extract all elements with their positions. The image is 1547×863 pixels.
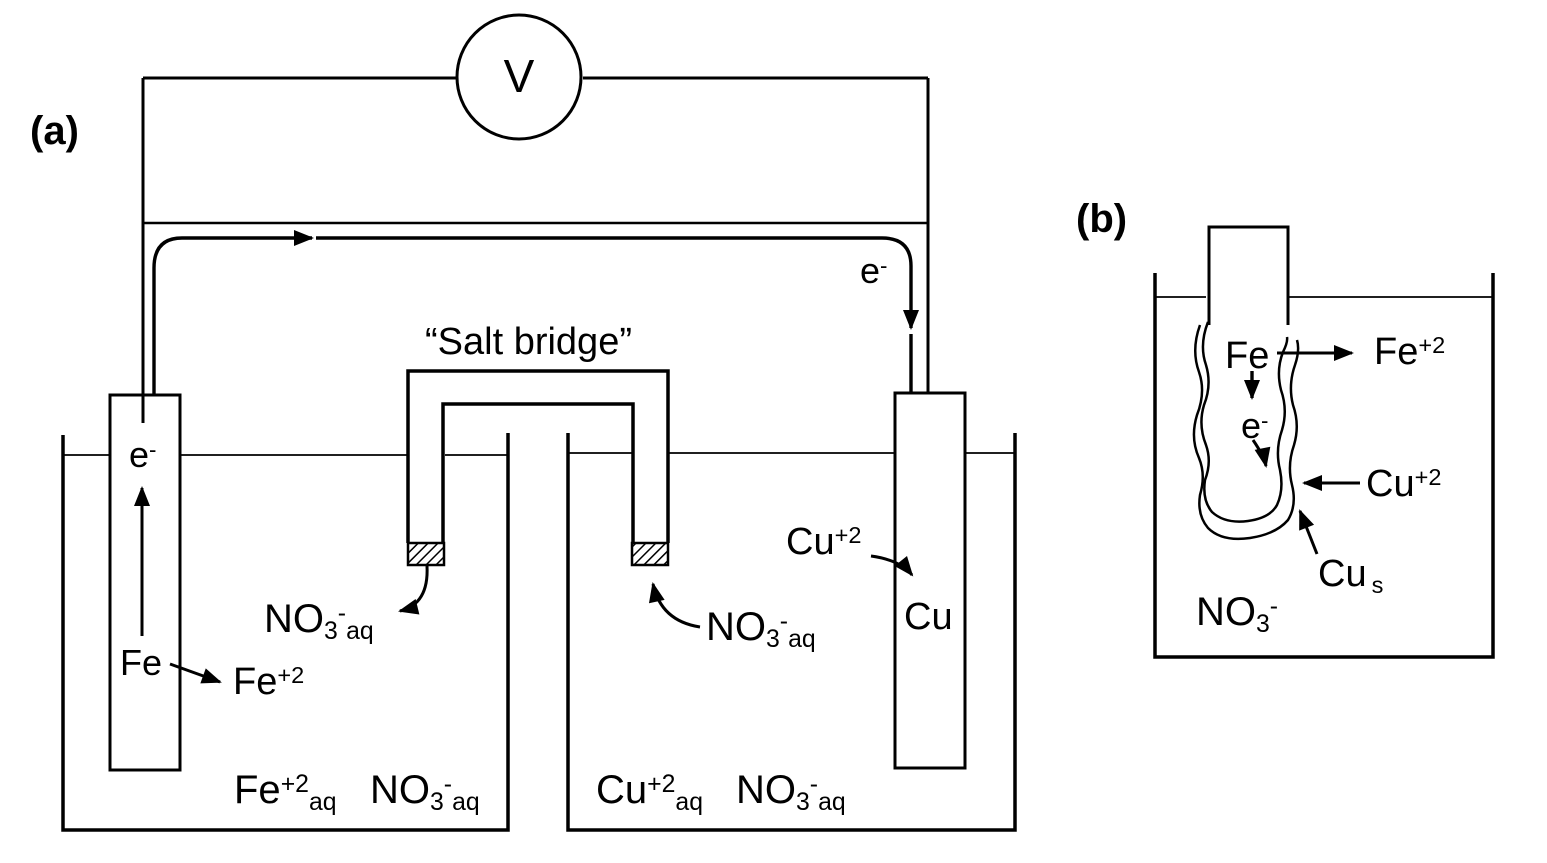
salt-bridge-inner [441, 402, 635, 543]
no3-aq-left-solution-label: NO3-aq [370, 768, 480, 817]
salt-bridge-label: “Salt bridge” [425, 321, 632, 363]
no3-into-bridge-arrow [648, 582, 701, 629]
cu-deposit-inner [1200, 321, 1289, 523]
fe-electrode [108, 393, 182, 772]
salt-bridge [406, 369, 670, 543]
salt-bridge-outer [406, 369, 670, 543]
cu-electrode [893, 391, 967, 770]
fe-aq-solution-label: Fe+2aq [234, 768, 337, 817]
no3-right-label: NO3-aq [706, 605, 816, 654]
b-electron-label: e- [1241, 405, 1269, 446]
beakers [61, 433, 1017, 832]
salt-bridge-plug-left [406, 541, 446, 567]
no3-left-label: NO3-aq [264, 597, 374, 646]
b-cu-ion-label: Cu+2 [1366, 463, 1442, 505]
panel-a-tag: (a) [30, 109, 79, 153]
beaker-left [61, 433, 510, 832]
electron-flow-seg-1 [152, 230, 314, 425]
b-fe-ion-label: Fe+2 [1374, 331, 1446, 373]
cu-deposit-outline [1192, 321, 1300, 541]
b-fe-metal-label: Fe [1225, 335, 1270, 377]
cuion-to-cu-arrow [870, 554, 914, 577]
no3-aq-right-solution-label: NO3-aq [736, 768, 846, 817]
beaker-right [566, 433, 1017, 832]
panel-b-arrows [1244, 345, 1360, 555]
fe-to-feion-arrow [169, 662, 222, 684]
voltmeter-label: V [503, 50, 535, 103]
electron-flow-path [152, 230, 919, 525]
circuit-wires [141, 76, 930, 423]
b-no3-label: NO3- [1196, 590, 1279, 639]
fe-ion-label: Fe+2 [233, 661, 305, 703]
panel-b-tag: (b) [1076, 197, 1128, 241]
fe-strip-b [1207, 225, 1290, 325]
cu-aq-solution-label: Cu+2aq [596, 768, 704, 817]
b-electron-curve-arrow [1251, 439, 1271, 468]
cu-metal-label: Cu [904, 596, 953, 638]
beaker-b [1153, 273, 1495, 659]
cu-ion-label: Cu+2 [786, 521, 862, 563]
panel-a-arrows [134, 486, 914, 684]
fe-metal-label: Fe [120, 642, 163, 683]
no3-out-of-bridge-arrow [398, 565, 429, 615]
water-lines [63, 452, 1015, 456]
electron-flow-seg-2 [316, 236, 919, 330]
b-cus-arrow [1298, 509, 1319, 555]
cu-deposit-outer [1192, 324, 1300, 541]
electron-anode-label: e- [129, 434, 157, 475]
electron-wire-label: e- [860, 250, 888, 291]
salt-bridge-plug-right [630, 541, 670, 567]
voltmeter-circle [455, 13, 583, 141]
